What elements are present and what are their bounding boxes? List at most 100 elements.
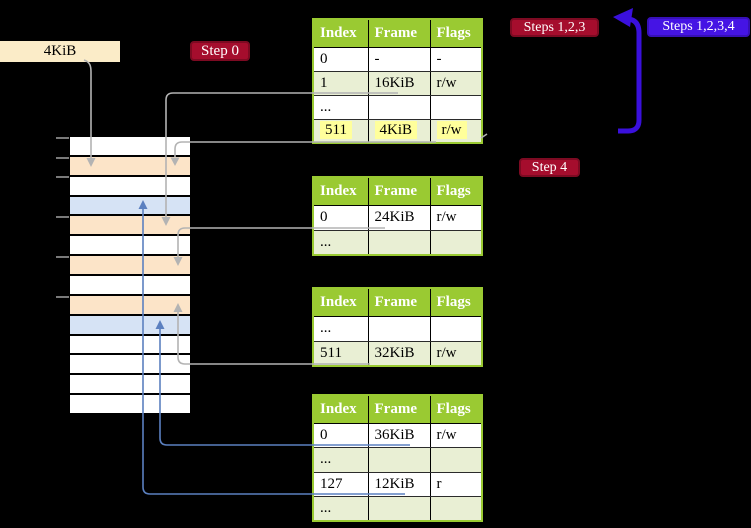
steps-1234-label: Steps 1,2,3,4 bbox=[647, 17, 750, 37]
memory-frame-10-free bbox=[70, 335, 190, 354]
table-cell: - bbox=[368, 47, 431, 72]
table-cell: 511 bbox=[313, 119, 369, 143]
table-cell: ... bbox=[313, 496, 369, 521]
step0-text: Step 0 bbox=[201, 42, 239, 59]
table-cell: ... bbox=[313, 447, 369, 473]
table-cell: 127 bbox=[313, 472, 369, 497]
memory-tick bbox=[56, 137, 69, 139]
table-cell: 511 bbox=[313, 341, 369, 366]
memory-tick bbox=[56, 296, 69, 298]
memory-frame-11-free bbox=[70, 355, 190, 374]
column-header: Flags bbox=[430, 288, 482, 317]
column-header: Frame bbox=[368, 395, 431, 424]
memory-frame-2-free bbox=[70, 176, 190, 195]
table-cell: 24KiB bbox=[368, 205, 431, 231]
column-header: Index bbox=[313, 395, 369, 424]
memory-frame-8-page-table bbox=[70, 295, 190, 314]
table-row: 0-- bbox=[313, 47, 482, 72]
table-cell bbox=[430, 95, 482, 120]
arrow-recursive-loop-steps bbox=[618, 16, 642, 134]
column-header: Flags bbox=[430, 395, 482, 424]
memory-tick bbox=[56, 256, 69, 258]
table-row: 511 4KiB r/w bbox=[313, 119, 482, 143]
step4-text: Step 4 bbox=[531, 159, 568, 175]
table-cell: - bbox=[430, 47, 482, 72]
memory-frame-5-free bbox=[70, 236, 190, 255]
table-cell: 1 bbox=[313, 71, 369, 96]
arrowhead-left-icon bbox=[613, 8, 633, 27]
table-row: ... bbox=[313, 496, 482, 521]
memory-frame-4-page-table bbox=[70, 216, 190, 235]
table-cell: r/w bbox=[430, 341, 482, 366]
table-cell bbox=[430, 230, 482, 255]
memory-frame-3-mapped-page bbox=[70, 196, 190, 215]
table-cell bbox=[430, 496, 482, 521]
table-cell: 4KiB bbox=[368, 119, 431, 143]
steps-123-text: Steps 1,2,3 bbox=[523, 19, 586, 35]
column-header: Index bbox=[313, 19, 369, 48]
memory-tick bbox=[56, 157, 69, 159]
memory-frame-7-free bbox=[70, 276, 190, 294]
column-header: Flags bbox=[430, 19, 482, 48]
table-cell bbox=[368, 95, 431, 120]
column-header: Index bbox=[313, 288, 369, 317]
table-cell: ... bbox=[313, 230, 369, 255]
table-cell bbox=[430, 316, 482, 342]
column-header: Frame bbox=[368, 177, 431, 206]
table-cell bbox=[368, 316, 431, 342]
table-cell: ... bbox=[313, 95, 369, 120]
table-cell bbox=[430, 447, 482, 473]
frame-size-label: 4KiB bbox=[43, 43, 77, 59]
table-cell: 12KiB bbox=[368, 472, 431, 497]
table-cell: 0 bbox=[313, 205, 369, 231]
steps-1234-text: Steps 1,2,3,4 bbox=[662, 19, 735, 34]
table-cell: 32KiB bbox=[368, 341, 431, 366]
table-cell: r/w bbox=[430, 119, 482, 143]
column-header: Frame bbox=[368, 288, 431, 317]
table-cell: r/w bbox=[430, 423, 482, 448]
step4-label: Step 4 bbox=[519, 158, 580, 177]
table-cell: 16KiB bbox=[368, 71, 431, 96]
table-cell bbox=[368, 447, 431, 473]
column-header: Frame bbox=[368, 19, 431, 48]
table-cell: ... bbox=[313, 316, 369, 342]
table-cell bbox=[368, 230, 431, 255]
memory-frame-0-free bbox=[70, 137, 190, 155]
memory-frame-12-free bbox=[70, 375, 190, 394]
memory-frame-6-page-table bbox=[70, 256, 190, 274]
table-row: ... bbox=[313, 95, 482, 120]
table-cell: 0 bbox=[313, 47, 369, 72]
highlighted-value: r/w bbox=[436, 121, 467, 140]
highlighted-value: 4KiB bbox=[374, 121, 418, 140]
memory-tick bbox=[56, 176, 69, 178]
steps-123-label: Steps 1,2,3 bbox=[510, 18, 599, 37]
memory-frame-1-page-table bbox=[70, 156, 190, 175]
table-cell: 0 bbox=[313, 423, 369, 448]
table-cell: r/w bbox=[430, 71, 482, 96]
memory-frame-9-mapped-page bbox=[70, 315, 190, 334]
table-row: ... bbox=[313, 230, 482, 255]
arrow-table1-entry511-to-frame-4kib bbox=[174, 141, 436, 157]
step0-label: Step 0 bbox=[190, 41, 250, 61]
column-header: Flags bbox=[430, 177, 482, 206]
table-cell: 36KiB bbox=[368, 423, 431, 448]
frame-size-box: 4KiB bbox=[0, 41, 120, 62]
memory-frame-13-free bbox=[70, 395, 190, 413]
table-cell: r/w bbox=[430, 205, 482, 231]
column-header: Index bbox=[313, 177, 369, 206]
table-cell bbox=[368, 496, 431, 521]
memory-tick bbox=[56, 216, 69, 218]
highlighted-value: 511 bbox=[320, 121, 352, 140]
table-cell: r bbox=[430, 472, 482, 497]
table-row: ... bbox=[313, 316, 482, 342]
